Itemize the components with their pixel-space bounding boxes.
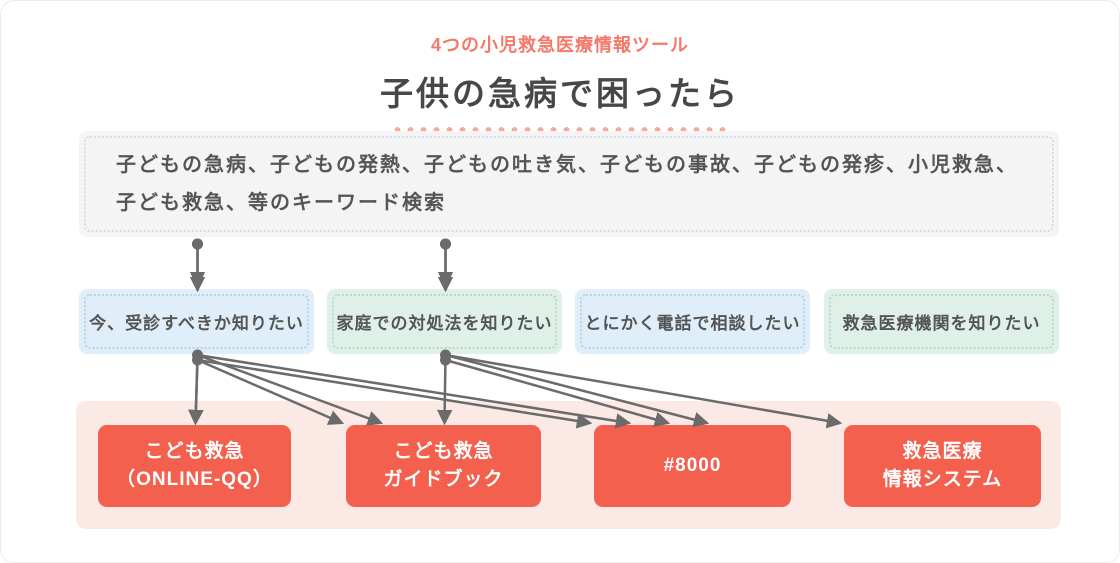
diagram-title: 子供の急病で困ったら — [380, 75, 740, 112]
tool-box-info-system[interactable]: 救急医療 情報システム — [844, 425, 1041, 507]
flow-dot — [192, 238, 203, 250]
tool-box-online-qq[interactable]: こども救急 （ONLINE-QQ） — [98, 425, 291, 507]
flow-dot — [440, 238, 451, 250]
tool-box-guidebook[interactable]: こども救急 ガイドブック — [346, 425, 541, 507]
need-box-border: とにかく電話で相談したい — [580, 294, 805, 349]
keyword-box: 子どもの急病、子どもの発熱、子どもの吐き気、子どもの事故、子どもの発疹、小児救急… — [79, 131, 1059, 237]
flow-dot — [440, 354, 451, 366]
tool-label: 救急医療 情報システム — [882, 441, 1003, 490]
need-label: 救急医療機関を知りたい — [842, 314, 1041, 333]
dotted-underline — [391, 126, 729, 134]
diagram-subtitle: 4つの小児救急医療情報ツール — [430, 35, 689, 55]
flow-dot — [192, 354, 203, 366]
header: 4つの小児救急医療情報ツール 子供の急病で困ったら — [1, 1, 1119, 134]
keyword-search-text: 子どもの急病、子どもの発熱、子どもの吐き気、子どもの事故、子どもの発疹、小児救急… — [116, 154, 1018, 214]
need-label: 今、受診すべきか知りたい — [89, 314, 304, 333]
need-box-phone-consult: とにかく電話で相談したい — [575, 289, 810, 354]
need-box-home-care: 家庭での対処法を知りたい — [327, 289, 562, 354]
tool-label: #8000 — [663, 455, 722, 476]
tool-label: こども救急 ガイドブック — [383, 441, 504, 490]
need-box-border: 救急医療機関を知りたい — [829, 294, 1054, 349]
need-box-border: 今、受診すべきか知りたい — [84, 294, 309, 349]
need-label: 家庭での対処法を知りたい — [336, 314, 553, 333]
keyword-box-border — [84, 136, 1054, 232]
flow-dot — [440, 238, 451, 250]
tool-label: こども救急 （ONLINE-QQ） — [116, 441, 273, 490]
need-box-see-doctor: 今、受診すべきか知りたい — [79, 289, 314, 354]
need-box-find-facility: 救急医療機関を知りたい — [824, 289, 1059, 354]
tool-box-8000[interactable]: #8000 — [594, 425, 791, 507]
need-box-border: 家庭での対処法を知りたい — [332, 294, 557, 349]
need-label: とにかく電話で相談したい — [584, 314, 801, 333]
flow-dot — [192, 238, 203, 250]
